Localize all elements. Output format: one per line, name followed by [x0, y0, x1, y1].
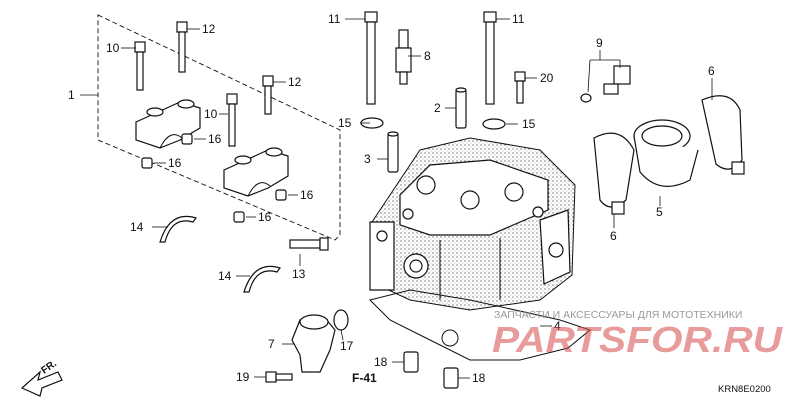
callout-15: 15: [522, 117, 536, 131]
washer-15-right: [482, 118, 506, 130]
cylinder-head: [369, 137, 576, 311]
bolt-20: [514, 71, 526, 104]
callout-5: 5: [656, 205, 663, 219]
callout-11: 11: [512, 12, 525, 26]
callout-15: 15: [338, 116, 352, 130]
semicircular-plug-lower: [243, 265, 281, 293]
dowel-18-right: [443, 367, 459, 389]
bolt-10-lower: [226, 93, 238, 147]
callout-8: 8: [424, 49, 431, 63]
gasket-hole: [441, 329, 459, 347]
callout-17: 17: [340, 339, 354, 353]
callout-20: 20: [540, 71, 554, 85]
watermark-logo: PARTSFOR.RU: [492, 319, 783, 360]
callout-18: 18: [374, 355, 388, 369]
callout-16: 16: [208, 132, 222, 146]
watermark-banner: ЗАПЧАСТИ И АКСЕССУАРЫ ДЛЯ МОТОТЕХНИКИ: [494, 309, 742, 321]
insulator-5: [633, 119, 699, 187]
leader-lines: [80, 18, 713, 379]
callout-6: 6: [610, 229, 617, 243]
band-6-right: [701, 95, 745, 175]
callout-7: 7: [268, 337, 275, 351]
assembly-1-group-outline: [97, 14, 341, 241]
o-ring-17: [333, 309, 349, 331]
callout-12: 12: [202, 22, 216, 36]
diagram-code: KRN8E0200: [718, 384, 771, 395]
temp-sensor-9: [580, 65, 631, 103]
callout-1: 1: [68, 88, 75, 102]
callout-16: 16: [300, 188, 314, 202]
callout-4: 4: [554, 319, 561, 333]
callout-18: 18: [472, 371, 486, 385]
callout-13: 13: [292, 267, 306, 281]
callout-3: 3: [364, 152, 371, 166]
callout-6: 6: [708, 64, 715, 78]
callout-9: 9: [596, 36, 603, 50]
semicircular-plug-upper: [159, 215, 197, 243]
bolt-11-right: [483, 11, 497, 105]
band-6-left: [593, 132, 635, 215]
head-gasket-4: [369, 289, 592, 361]
cam-holder-lower: [223, 147, 289, 197]
callout-16: 16: [258, 210, 272, 224]
bolt-12-lower: [262, 75, 274, 115]
spark-plug-8: [395, 29, 412, 85]
front-direction-arrow: [20, 370, 63, 397]
callout-12: 12: [288, 75, 302, 89]
reference-f41-label: F-41: [352, 371, 377, 385]
callout-10: 10: [204, 107, 218, 121]
dowel-pins-16: [141, 133, 287, 223]
bolt-11-left: [364, 11, 378, 105]
callout-10: 10: [106, 41, 120, 55]
callout-19: 19: [236, 370, 250, 384]
valve-guide-2: [455, 87, 467, 129]
water-joint-7: [291, 314, 336, 373]
valve-guide-3: [387, 131, 399, 173]
callout-14: 14: [218, 269, 232, 283]
dowel-18-left: [403, 351, 419, 373]
bolt-12-upper: [176, 21, 188, 73]
callout-2: 2: [434, 101, 441, 115]
bolt-19: [265, 371, 293, 383]
callout-11: 11: [328, 12, 341, 26]
bolt-10-upper: [134, 41, 146, 91]
callout-16: 16: [168, 156, 182, 170]
callout-labels: 1 10 12 10 12 16 16 16 16 14 14 11 11 8 …: [68, 12, 715, 385]
callout-14: 14: [130, 220, 144, 234]
stud-bolt-13: [289, 237, 329, 251]
